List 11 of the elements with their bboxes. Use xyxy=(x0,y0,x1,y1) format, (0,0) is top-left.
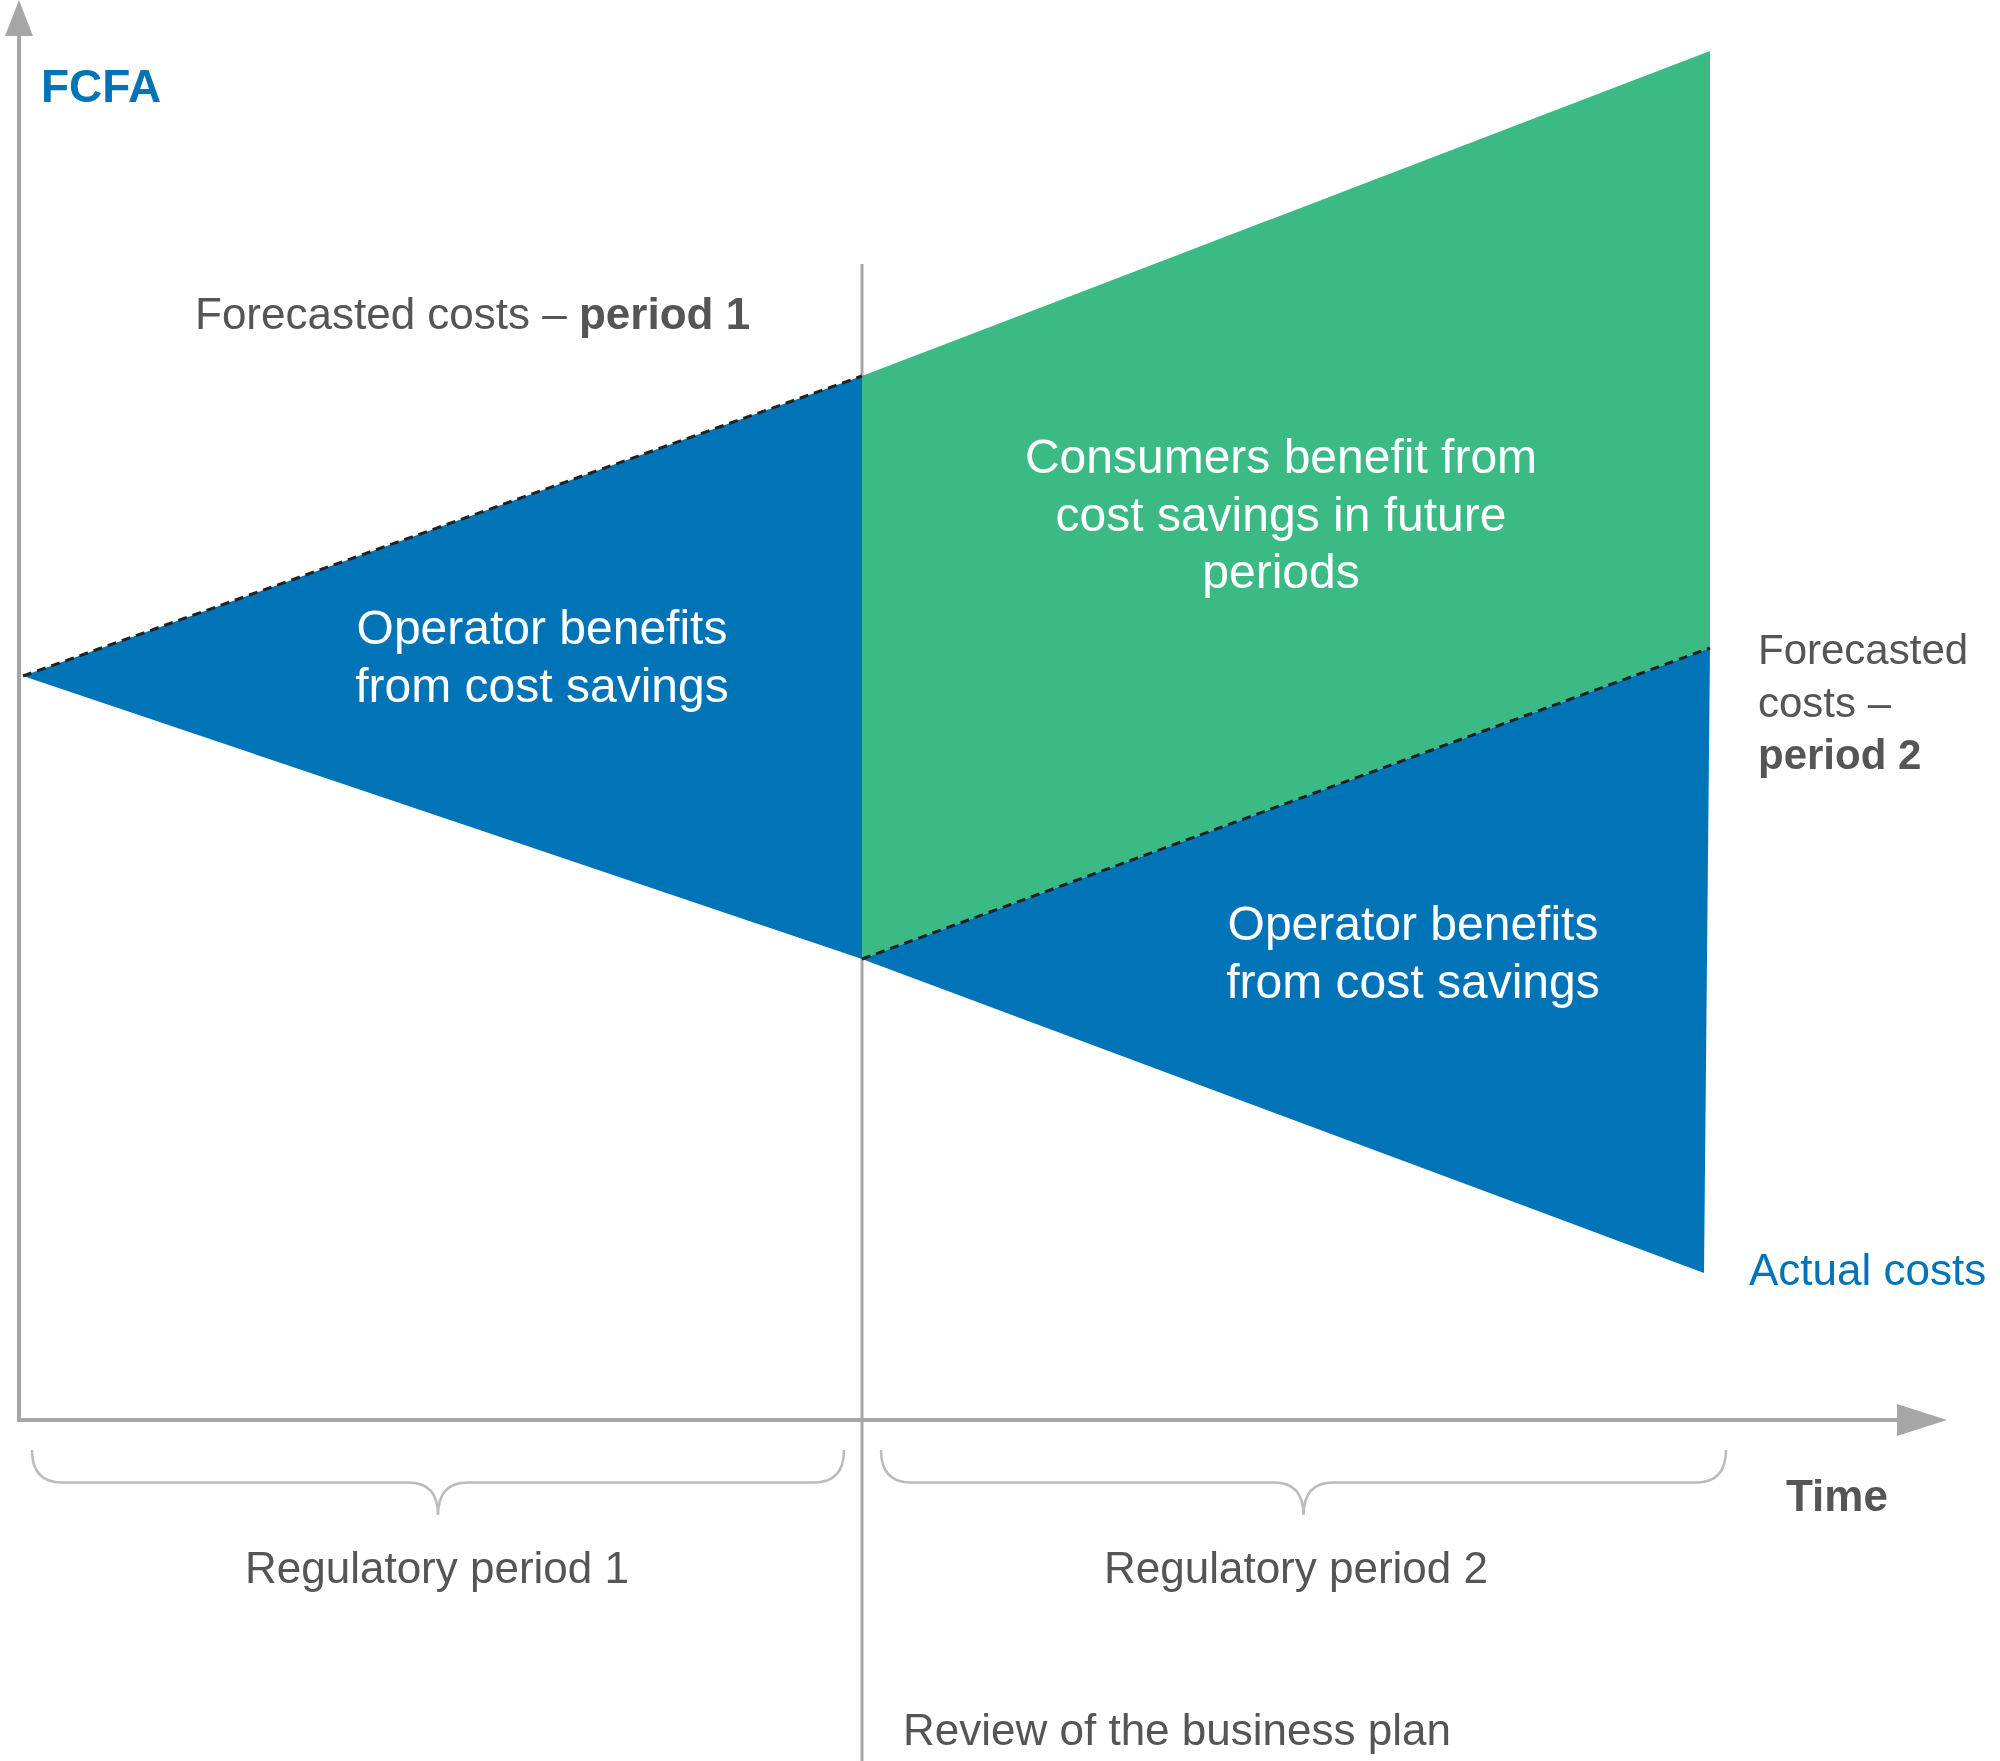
actual-costs-label: Actual costs xyxy=(1749,1244,1988,1296)
axis-title: Time xyxy=(1786,1470,1889,1522)
period-label: Regulatory period 2 xyxy=(1103,1542,1489,1594)
axis-title: FCFA xyxy=(41,59,163,114)
area-label: Operator benefits from cost savings xyxy=(1225,896,1601,1010)
area-label: Consumers benefit from cost savings in future periods xyxy=(1023,428,1539,600)
forecast-label: Forecasted costs – period 1 xyxy=(195,288,752,340)
period-label: Regulatory period 1 xyxy=(244,1542,630,1594)
forecast-label: Forecasted costs – period 2 xyxy=(1758,625,1970,780)
area-label: Operator benefits from cost savings xyxy=(354,600,730,714)
milestone-label: Review of the business plan xyxy=(903,1704,1452,1756)
